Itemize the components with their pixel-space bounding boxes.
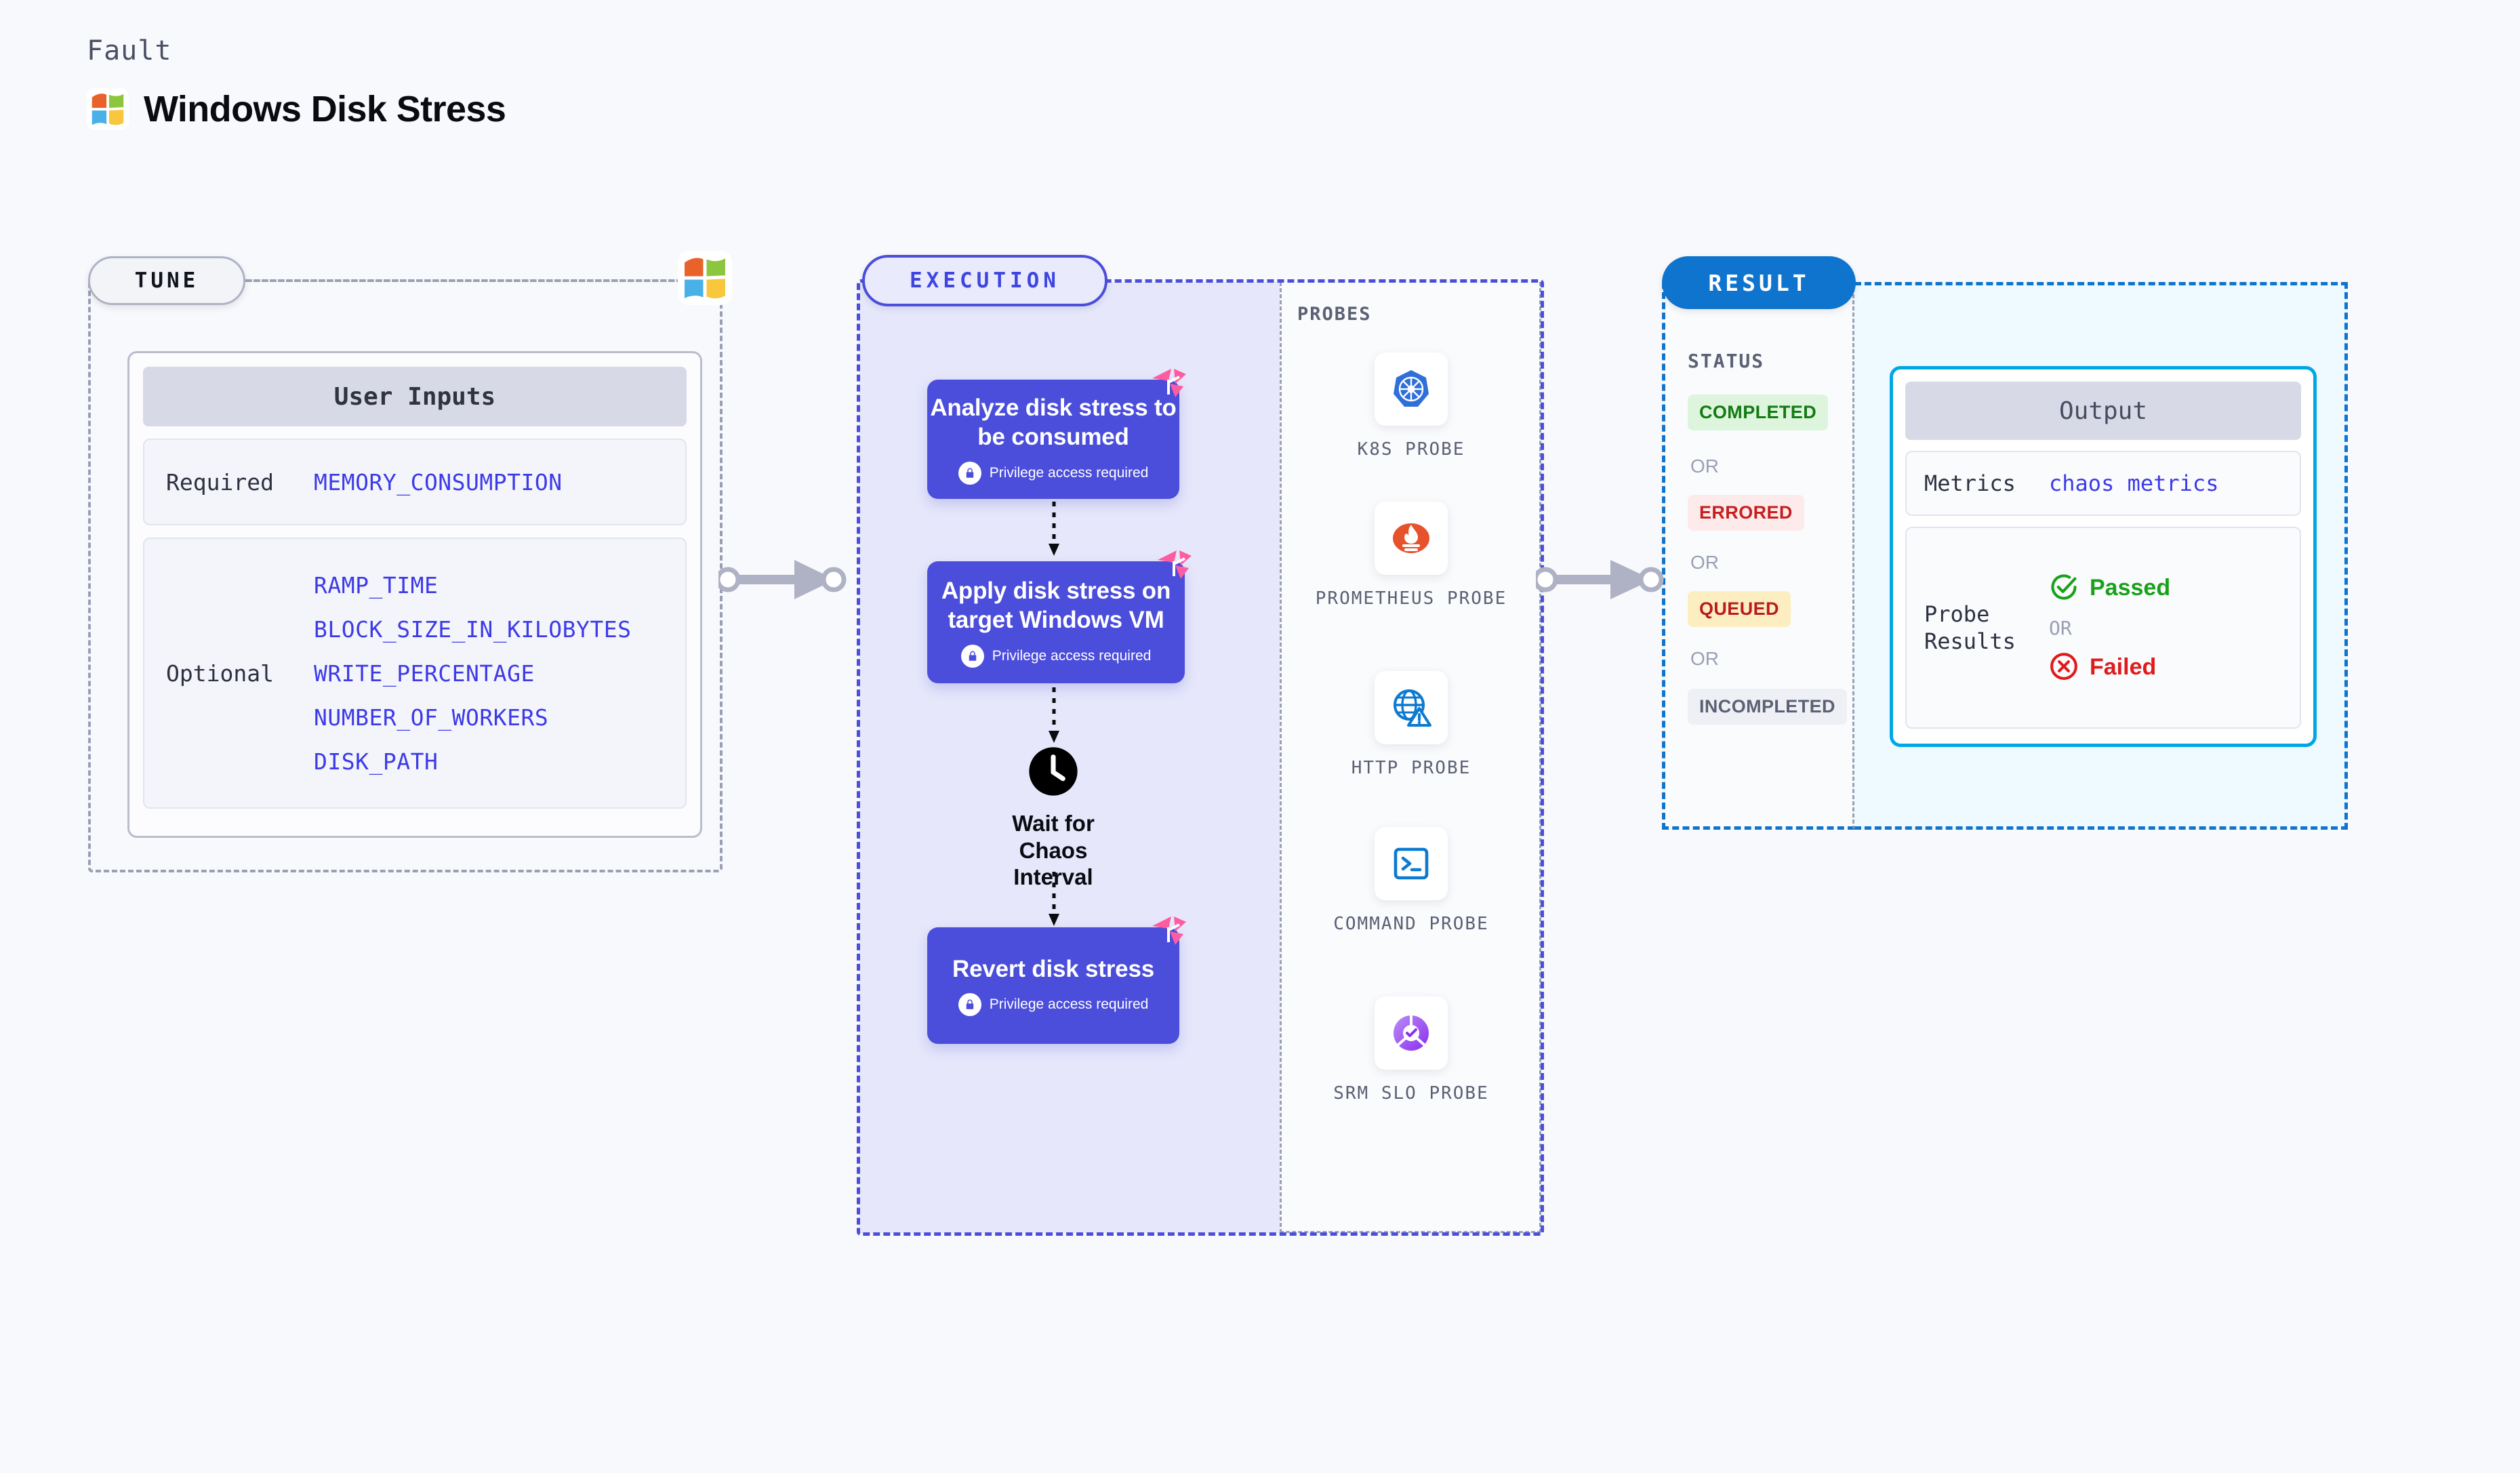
globe-warning-icon [1375,671,1448,744]
input-variable: BLOCK_SIZE_IN_KILOBYTES [314,616,632,643]
probe-result-passed: Passed [2049,572,2170,605]
input-variable: DISK_PATH [314,748,439,775]
probe-label: HTTP PROBE [1351,758,1471,778]
input-variable: MEMORY_CONSUMPTION [314,468,563,496]
execution-step-revert[interactable]: Revert disk stress Privilege access requ… [927,916,1186,1044]
status-badge-errored: ERRORED [1688,495,1804,531]
output-card: Output Metrics chaos metrics Probe Resul… [1890,366,2317,747]
kubernetes-icon [1375,352,1448,426]
wait-node-label: Wait for Chaos Interval [1012,811,1095,890]
flow-arrow [1049,687,1059,743]
input-variable: RAMP_TIME [314,571,439,599]
title-row: Windows Disk Stress [87,88,506,130]
lock-icon [958,461,981,485]
passed-label: Passed [2090,575,2171,601]
privilege-note: Privilege access required [958,461,1149,485]
chaos-ribbon-icon [1154,549,1194,590]
status-title: STATUS [1688,350,1765,372]
x-circle-icon [2049,651,2079,684]
probe-item-command[interactable]: COMMAND PROBE [1309,827,1513,936]
status-badge-completed: COMPLETED [1688,395,1829,430]
execution-step-analyze[interactable]: Analyze disk stress to be consumed Privi… [927,369,1186,499]
terminal-icon [1375,827,1448,900]
tune-top-dash [245,279,706,282]
execution-step-apply[interactable]: Apply disk stress on target Windows VM P… [927,550,1192,683]
optional-inputs-row: Optional RAMP_TIME BLOCK_SIZE_IN_KILOBYT… [143,538,687,809]
chaos-ribbon-icon [1148,367,1189,409]
lock-icon [960,644,984,668]
user-inputs-title: User Inputs [143,367,687,426]
srm-slo-icon [1375,996,1448,1070]
metrics-value: chaos metrics [2049,470,2219,496]
step-title: Analyze disk stress to be consumed [930,395,1177,450]
probe-result-failed: Failed [2049,651,2170,684]
check-circle-icon [2049,572,2079,605]
status-or-label: OR [1690,552,1719,573]
probes-title: PROBES [1297,304,1372,325]
privilege-text: Privilege access required [992,647,1152,664]
windows-logo-icon [678,251,732,305]
clock-icon [1028,746,1079,801]
input-variable: WRITE_PERCENTAGE [314,660,535,687]
failed-label: Failed [2090,654,2157,680]
windows-logo-icon [87,88,129,130]
probe-result-or-label: OR [2049,616,2072,639]
connector-tune-to-execution [718,560,847,599]
input-variable: NUMBER_OF_WORKERS [314,704,549,731]
flow-arrow [1049,872,1059,926]
privilege-text: Privilege access required [989,996,1149,1013]
probe-label: PROMETHEUS PROBE [1315,588,1507,609]
status-badge-queued: QUEUED [1688,591,1791,627]
prometheus-icon [1375,502,1448,575]
probes-panel [1280,282,1541,1233]
result-status-column [1662,282,1854,830]
page-title: Windows Disk Stress [144,89,506,129]
required-values: MEMORY_CONSUMPTION [314,469,563,496]
execution-panel [857,279,1544,1236]
status-badge-incompleted: INCOMPLETED [1688,689,1847,725]
probe-label: K8S PROBE [1357,439,1465,460]
optional-label: Optional [166,660,274,687]
tune-pill[interactable]: TUNE [88,256,245,305]
page-header: Fault Windows Disk Stress [87,35,506,130]
probe-results-label: Probe Results [1924,601,2016,654]
lock-icon [958,993,981,1017]
status-or-label: OR [1690,648,1719,669]
probe-label: SRM SLO PROBE [1333,1083,1489,1104]
privilege-text: Privilege access required [989,464,1149,481]
probe-item-http[interactable]: HTTP PROBE [1309,671,1513,780]
probe-item-k8s[interactable]: K8S PROBE [1309,352,1513,462]
wait-for-chaos-interval-node: Wait for Chaos Interval [979,746,1128,891]
metrics-row: Metrics chaos metrics [1905,451,2301,516]
probe-item-prometheus[interactable]: PROMETHEUS PROBE [1309,502,1513,611]
output-title: Output [1905,382,2301,440]
optional-values: RAMP_TIME BLOCK_SIZE_IN_KILOBYTES WRITE_… [314,572,631,775]
execution-pill[interactable]: EXECUTION [862,255,1107,306]
metrics-label: Metrics [1924,470,2016,496]
status-or-label: OR [1690,456,1719,477]
step-title: Apply disk stress on target Windows VM [941,578,1171,633]
user-inputs-card: User Inputs Required MEMORY_CONSUMPTION … [127,351,702,838]
connector-execution-to-result [1536,560,1664,599]
probe-label: COMMAND PROBE [1333,914,1489,934]
required-label: Required [166,468,274,496]
flow-arrow [1049,502,1059,556]
probe-results-row: Probe Results Passed OR [1905,527,2301,729]
step-title: Revert disk stress [952,955,1154,982]
probe-results-values: Passed OR Failed [2049,572,2170,684]
result-pill[interactable]: RESULT [1662,256,1856,309]
required-inputs-row: Required MEMORY_CONSUMPTION [143,439,687,525]
privilege-note: Privilege access required [958,993,1149,1017]
probe-item-srm-slo[interactable]: SRM SLO PROBE [1309,996,1513,1106]
chaos-ribbon-icon [1148,915,1189,956]
fault-label: Fault [87,35,172,66]
privilege-note: Privilege access required [960,644,1152,668]
